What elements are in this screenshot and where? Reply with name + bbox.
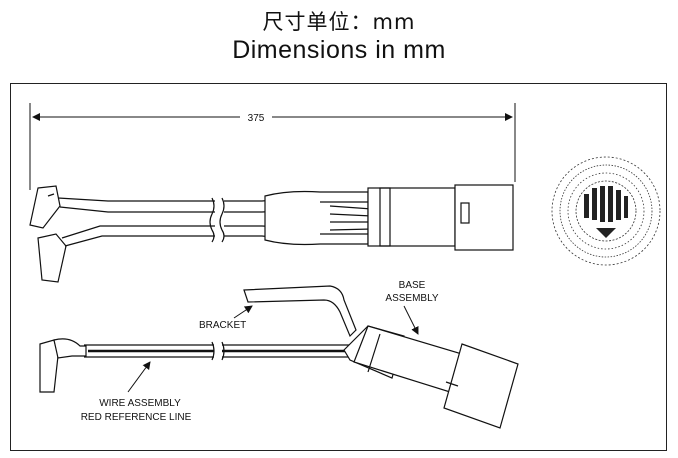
drawing-frame: [10, 83, 667, 451]
label-assembly: ASSEMBLY: [385, 293, 438, 304]
dimension-value: 375: [248, 113, 265, 124]
title-english: Dimensions in mm: [232, 36, 446, 64]
label-red-reference-line: RED REFERENCE LINE: [81, 412, 192, 423]
label-wire-assembly: WIRE ASSEMBLY: [99, 398, 181, 409]
callout-leaders: [127, 305, 419, 393]
connector-end-view: [551, 156, 661, 266]
dimension-line: [29, 103, 516, 190]
label-bracket: BRACKET: [199, 320, 246, 331]
label-base: BASE: [399, 280, 426, 291]
bottom-assembly: [39, 285, 519, 429]
top-assembly: [29, 184, 514, 283]
title-chinese: 尺寸单位：mm: [262, 10, 416, 34]
